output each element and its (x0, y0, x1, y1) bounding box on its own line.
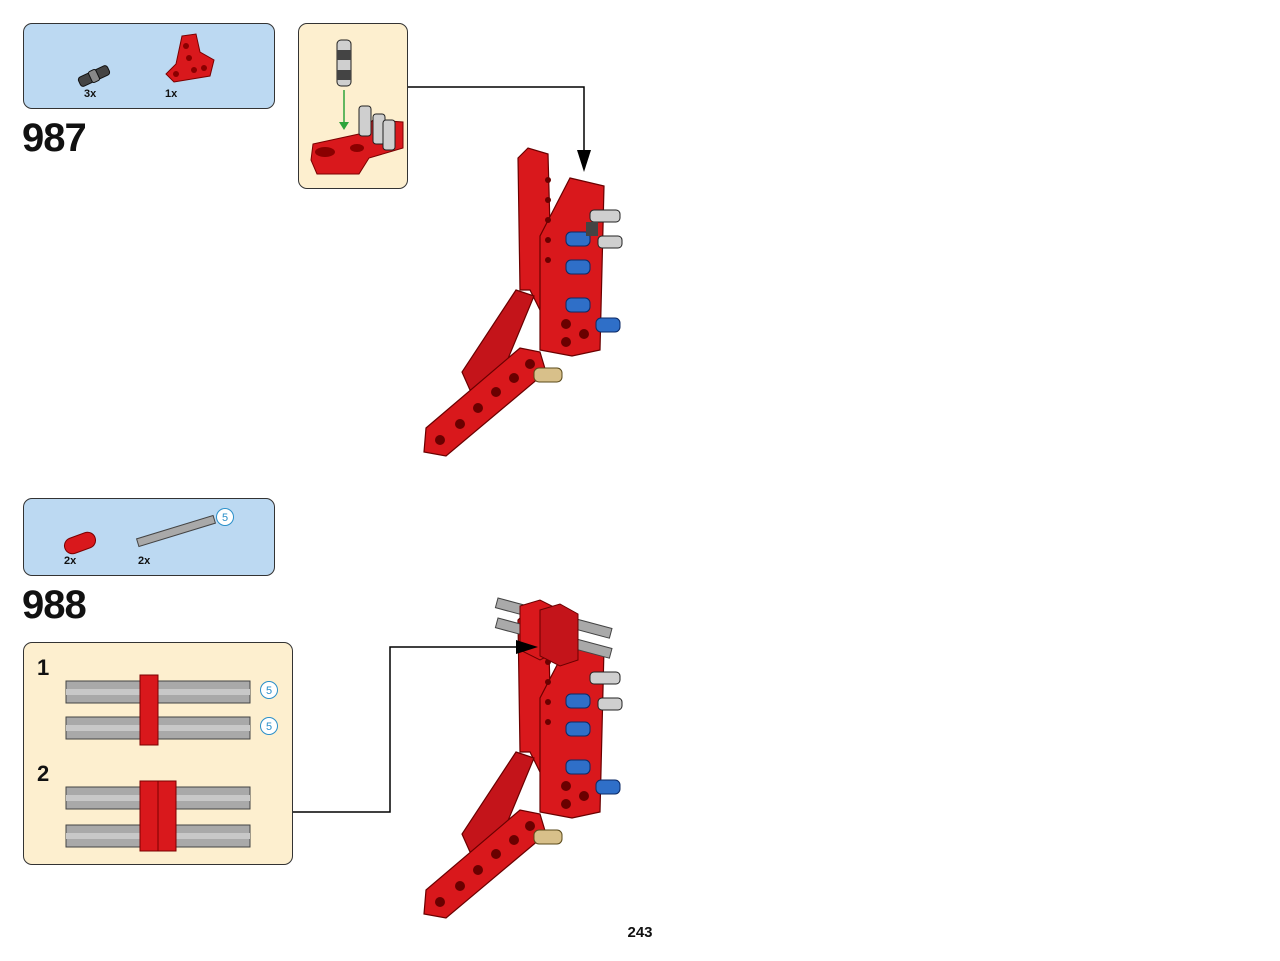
part-qty: 2x (64, 555, 77, 567)
pin-connector-icon (358, 105, 396, 151)
callout-arrow-988 (293, 646, 528, 813)
red-2-module-liftarm-icon (157, 780, 177, 852)
red-angled-liftarm-icon (165, 33, 215, 83)
parts-illustration-987 (77, 33, 215, 87)
grey-axle-5-icon (135, 514, 217, 548)
axle-length-badge: 5 (260, 681, 278, 699)
subassembly-callout-987 (298, 23, 408, 189)
red-2-module-liftarm-icon (139, 674, 159, 746)
axle-length-badge: 5 (216, 508, 234, 526)
model-step-987 (423, 147, 623, 457)
substep-illustration (65, 674, 251, 852)
parts-box-988: 2x 2x 5 (23, 498, 275, 576)
added-axles-988 (494, 597, 613, 667)
page-number: 243 (627, 924, 653, 941)
part-qty: 2x (138, 555, 151, 567)
red-2-module-liftarm-icon (63, 531, 97, 555)
step-number: 987 (22, 116, 87, 160)
part-qty: 1x (165, 88, 178, 100)
substep-number: 1 (37, 655, 50, 680)
part-qty: 3x (84, 88, 97, 100)
model-step-988 (423, 609, 623, 919)
subassembly-callout-988: 1 2 5 5 (23, 642, 293, 865)
parts-box-987: 3x 1x (23, 23, 275, 109)
callout-arrow-987 (408, 86, 585, 162)
axle-length-badge: 5 (260, 717, 278, 735)
red-2-module-liftarm-icon (139, 780, 159, 852)
parts-illustration-988 (63, 514, 217, 555)
substep-number: 2 (37, 761, 50, 786)
pin-connector-icon (336, 39, 352, 87)
step-number: 988 (22, 583, 87, 627)
pin-connector-icon (77, 65, 111, 87)
subassembly-illustration-987 (310, 39, 404, 175)
